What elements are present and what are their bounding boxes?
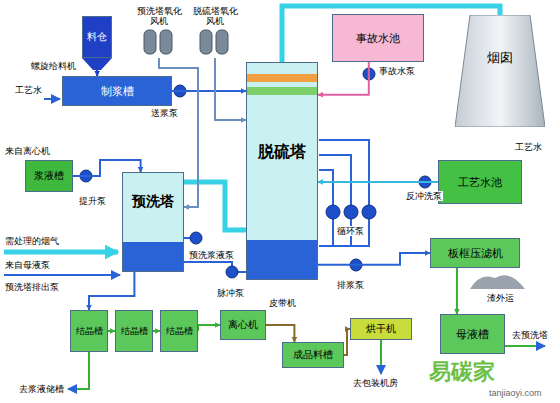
pipe-connector xyxy=(456,268,458,314)
node-text: 预洗塔 xyxy=(132,193,174,209)
node-text: 制浆槽 xyxy=(101,85,134,98)
node-text: 板框压滤机 xyxy=(448,247,503,260)
callout-label: 去包装机房 xyxy=(352,378,399,388)
node-text: 烟囱 xyxy=(487,51,513,66)
process-box: 工艺水池 xyxy=(438,160,522,204)
callout-label: 工艺水 xyxy=(514,142,543,152)
pipe-connector xyxy=(318,253,430,265)
pipe-connector xyxy=(184,182,246,230)
pipe-connector xyxy=(198,325,220,331)
pipe-connector xyxy=(215,58,246,120)
pipe-connector xyxy=(172,90,246,92)
callout-label: 渣外运 xyxy=(486,293,515,303)
process-box: 成品料槽 xyxy=(282,342,344,368)
water-inlet xyxy=(44,98,60,100)
node-text: 工艺水池 xyxy=(458,176,502,189)
sludge-pile xyxy=(470,275,525,289)
callout-label: 来自离心机 xyxy=(4,146,51,156)
node-text: 脱硫塔氧化风机 xyxy=(190,6,240,27)
node-text: 成品料槽 xyxy=(293,349,333,361)
callout-label: 循环泵 xyxy=(336,226,365,236)
node-text: 结晶槽 xyxy=(76,326,103,336)
process-box: 烘干机 xyxy=(350,318,412,340)
callout-label: 脉冲泵 xyxy=(216,288,245,298)
callout-label: 螺旋给料机 xyxy=(30,61,77,71)
process-box: 脱硫塔 xyxy=(246,62,318,280)
outlet-pipes xyxy=(68,352,89,389)
process-box: 制浆槽 xyxy=(62,76,172,106)
process-box: 结晶槽 xyxy=(160,310,198,352)
node-text: 结晶槽 xyxy=(166,326,193,336)
node-text: 脱硫塔 xyxy=(258,143,306,161)
watermark: 易碳家 xyxy=(428,359,496,384)
callout-label: 需处理的烟气 xyxy=(4,236,60,246)
callout-label: 工艺水 xyxy=(14,85,43,95)
node-text: 浆液槽 xyxy=(34,170,64,182)
pipe-connector xyxy=(108,330,115,332)
callout-label: 预洗塔排出泵 xyxy=(4,282,60,292)
outlet-pipes xyxy=(380,340,382,374)
node-text: 事故水池 xyxy=(356,32,400,45)
process-box: 母液槽 xyxy=(440,314,505,354)
node-text: 离心机 xyxy=(228,319,258,331)
callout-label: 提升泵 xyxy=(78,196,107,206)
node-text: 预洗塔氧化风机 xyxy=(134,6,184,27)
process-box: 预洗塔氧化风机 xyxy=(132,4,186,58)
callout-label: 送浆泵 xyxy=(150,108,179,118)
node-text: 母液槽 xyxy=(456,328,489,341)
pipe-connector xyxy=(89,272,134,310)
process-box: 料仓 xyxy=(82,16,112,58)
node-text: 料仓 xyxy=(87,31,107,43)
process-box: 结晶槽 xyxy=(115,310,153,352)
callout-label: 反冲洗泵 xyxy=(405,191,443,201)
pipe-connector xyxy=(153,330,160,332)
process-box: 板框压滤机 xyxy=(430,238,520,268)
callout-label: 事故水泵 xyxy=(378,66,416,76)
callout-label: 去预洗塔 xyxy=(511,330,549,340)
circulation-pipes xyxy=(319,140,369,246)
watermark: tanjiaoyi.com xyxy=(488,388,543,398)
pipe-connector xyxy=(266,325,294,342)
callout-label: 去浆液储槽 xyxy=(18,384,65,394)
callout-label: 排浆泵 xyxy=(336,280,365,290)
process-box: 脱硫塔氧化风机 xyxy=(188,4,242,58)
process-box: 事故水池 xyxy=(332,14,424,62)
fan-icon xyxy=(144,30,228,54)
callout-label: 皮带机 xyxy=(268,298,297,308)
process-box: 离心机 xyxy=(220,310,266,340)
process-box: 浆液槽 xyxy=(25,160,73,192)
process-box: 烟囱 xyxy=(455,15,545,127)
pipe-connector xyxy=(96,58,98,76)
process-box: 预洗塔 xyxy=(122,172,184,272)
process-box: 结晶槽 xyxy=(70,310,108,352)
outlet-pipes xyxy=(505,345,545,347)
node-text: 烘干机 xyxy=(366,323,396,335)
callout-label: 来自母液泵 xyxy=(4,260,51,270)
node-text: 结晶槽 xyxy=(121,326,148,336)
chimney-shape xyxy=(455,15,545,127)
pipe-connector xyxy=(318,62,369,95)
mother-liquor-inlet xyxy=(4,274,120,276)
callout-label: 预洗浆液泵 xyxy=(188,250,235,260)
flue-gas-inlet xyxy=(4,250,118,255)
pipe-connector xyxy=(318,181,438,183)
